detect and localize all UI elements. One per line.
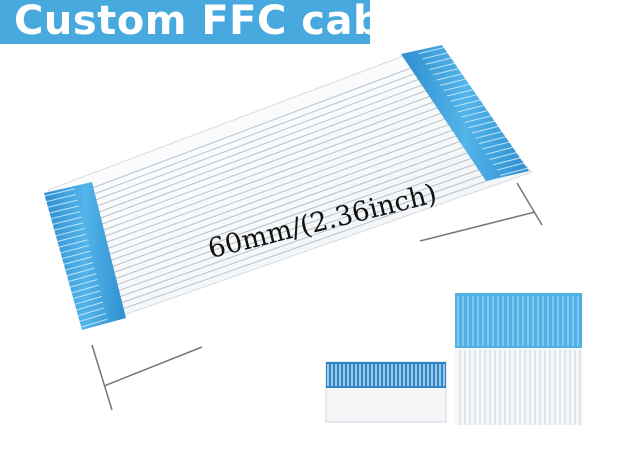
- contact-pin: [482, 141, 510, 150]
- contact-pin: [471, 125, 499, 134]
- conductor-line: [89, 55, 445, 190]
- contact-pin: [47, 199, 78, 208]
- contact-pin: [66, 267, 95, 277]
- contact-pin: [68, 273, 97, 282]
- contact-pin: [62, 250, 91, 260]
- contact-pin: [65, 262, 94, 271]
- contact-pin: [52, 216, 82, 225]
- contact-pin: [44, 188, 75, 197]
- right-stiffener: [401, 45, 529, 181]
- contact-pin: [493, 157, 521, 166]
- contact-pin: [443, 83, 470, 92]
- contact-pin: [436, 73, 463, 81]
- contact-pin: [63, 256, 92, 265]
- banner-title: Custom FFC cable: [14, 0, 424, 44]
- conductor-line: [99, 88, 470, 226]
- conductor-line: [100, 93, 474, 232]
- contact-pin: [46, 194, 77, 203]
- contact-pin: [485, 146, 513, 155]
- contact-pin: [49, 205, 80, 214]
- contact-pin: [73, 290, 101, 300]
- conductor-line: [110, 127, 499, 268]
- conductor-line: [104, 104, 482, 244]
- right-contact-pins: [418, 47, 528, 176]
- conductor-line: [92, 66, 453, 202]
- conductor-line: [96, 77, 462, 214]
- bottom-right-conductors: [459, 350, 581, 425]
- contact-pin: [418, 47, 444, 55]
- contact-pin: [432, 68, 459, 76]
- contact-pin: [461, 110, 488, 118]
- contact-pin: [439, 78, 466, 86]
- conductor-lines: [89, 55, 528, 310]
- contact-pin: [60, 245, 90, 254]
- contact-pin: [54, 222, 84, 231]
- conductor-line: [94, 71, 457, 208]
- contact-pin: [422, 52, 448, 60]
- conductor-line: [97, 82, 466, 220]
- conductor-line: [114, 138, 508, 280]
- dimension-line: [91, 182, 543, 411]
- conductor-line: [112, 132, 503, 274]
- conductor-line: [107, 116, 491, 256]
- bottom-end-blue-band: [326, 362, 446, 388]
- contact-pin: [425, 57, 452, 65]
- contact-pin: [77, 307, 105, 317]
- left-contact-pins: [44, 188, 108, 328]
- contact-pin: [69, 279, 98, 288]
- contact-pin: [55, 228, 85, 237]
- contact-pin: [500, 167, 528, 176]
- contact-pin: [58, 239, 88, 248]
- conductor-line: [118, 154, 520, 298]
- contact-pin: [71, 284, 99, 294]
- conductor-line: [109, 121, 495, 262]
- contact-pin: [74, 296, 102, 305]
- contact-pin: [429, 62, 455, 71]
- left-stiffener: [44, 182, 126, 330]
- contact-pin: [450, 94, 477, 102]
- conductor-line: [105, 110, 487, 250]
- contact-pin: [51, 211, 81, 220]
- contact-pin: [489, 152, 517, 160]
- contact-pin: [464, 115, 492, 123]
- contact-pin: [76, 301, 104, 311]
- conductor-line: [102, 99, 478, 238]
- contact-pin: [454, 99, 481, 108]
- conductor-line: [115, 143, 512, 286]
- contact-pin: [446, 89, 473, 97]
- conductor-line: [91, 60, 449, 196]
- contact-pin: [457, 104, 484, 113]
- bottom-right-contact-pins: [457, 296, 579, 346]
- contact-pin: [81, 318, 108, 328]
- conductor-line: [120, 160, 524, 304]
- contact-pin: [79, 313, 107, 322]
- contact-pin: [478, 136, 506, 145]
- contact-pin: [57, 233, 87, 243]
- conductor-line: [117, 149, 516, 292]
- title-banner: [0, 0, 370, 44]
- bottom-contact-pins: [327, 364, 445, 386]
- conductor-line: [122, 165, 528, 310]
- contact-pin: [475, 131, 502, 139]
- contact-pin: [468, 120, 495, 129]
- contact-pin: [496, 162, 524, 171]
